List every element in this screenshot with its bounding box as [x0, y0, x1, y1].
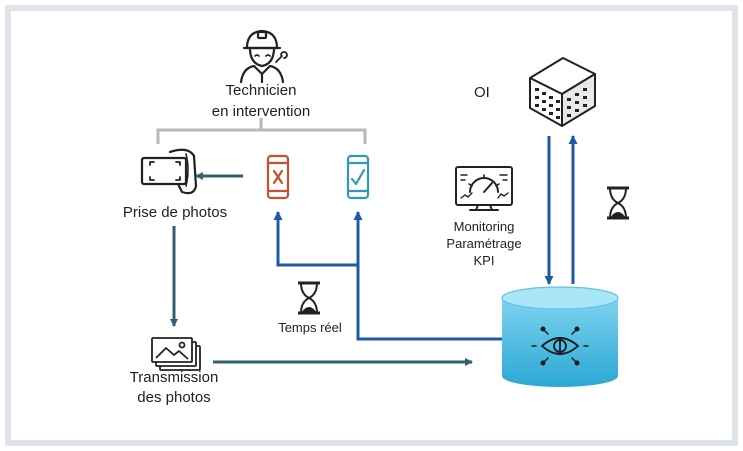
diagram-frame	[5, 5, 738, 446]
dashboard-icon	[455, 166, 513, 211]
photos-stack-icon	[151, 337, 201, 371]
photo-capture-label: Prise de photos	[122, 204, 228, 221]
technician-label-line1: Technicien	[225, 82, 297, 99]
realtime-label: Temps réel	[278, 320, 342, 335]
transmission-label-line1: Transmission	[129, 369, 219, 386]
ai-eye-icon	[531, 326, 589, 366]
hourglass-icon	[298, 281, 320, 315]
oi-label: OI	[474, 84, 490, 101]
monitoring-label-line1: Monitoring	[453, 219, 515, 234]
monitoring-label-line3: KPI	[473, 253, 495, 268]
building-icon	[529, 57, 596, 127]
monitoring-label: Monitoring Paramétrage KPI	[432, 218, 536, 269]
monitoring-label-line2: Paramétrage	[446, 236, 522, 251]
technician-label-line2: en intervention	[211, 103, 311, 120]
database-icon	[501, 286, 619, 387]
hourglass-oi-icon	[607, 186, 629, 220]
transmission-label-line2: des photos	[137, 389, 211, 406]
technician-label: Technicien en intervention	[211, 80, 311, 122]
phone-x-icon	[266, 154, 290, 200]
group-bracket	[156, 118, 367, 144]
phone-check-icon	[346, 154, 370, 200]
transmission-label: Transmission des photos	[112, 368, 236, 408]
hand-camera-icon	[140, 148, 198, 195]
technician-icon	[239, 29, 288, 84]
